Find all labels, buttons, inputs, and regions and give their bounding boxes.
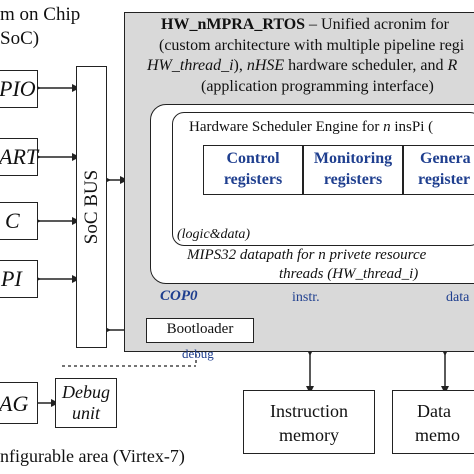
data-memory-line2: memo (415, 425, 460, 445)
instruction-memory-line2: memory (279, 425, 339, 445)
peripheral-c: C (0, 202, 38, 240)
datapath-line2: threads (HW_thread_i) (279, 266, 419, 282)
debug-unit-line2: unit (71, 403, 100, 423)
rtos-line4: (application programming interface) (201, 78, 434, 95)
peripheral-label: PIO (0, 76, 36, 101)
debug-unit: Debug unit (55, 378, 117, 428)
rtos-line2: (custom architecture with multiple pipel… (159, 37, 465, 54)
hse-logic-label: (logic&data) (177, 227, 251, 242)
peripheral-label: PI (1, 266, 22, 291)
bootloader-label: Bootloader (166, 321, 234, 337)
instruction-memory: Instruction memory (243, 390, 375, 454)
bootloader: Bootloader (146, 318, 254, 343)
peripheral-pi: PI (0, 260, 38, 298)
general-registers-line2: register (418, 171, 471, 188)
hse-title: Hardware Scheduler Engine for n insPi ( (189, 119, 434, 135)
debug-signal-label: debug (182, 346, 214, 361)
data-signal-label: data (446, 290, 470, 305)
data-memory-line1: Data (417, 401, 451, 421)
general-registers: Genera register (403, 145, 474, 195)
rtos-line3: HW_thread_i), nHSE hardware scheduler, a… (147, 57, 458, 74)
soc-title-line2: SoC) (0, 28, 40, 49)
monitoring-registers: Monitoring registers (303, 145, 403, 195)
control-registers-line2: registers (223, 171, 283, 188)
instruction-memory-line1: Instruction (270, 401, 348, 421)
cop0-label: COP0 (160, 288, 198, 304)
instr-signal-label: instr. (292, 290, 320, 305)
peripheral-label: ART (0, 144, 39, 169)
data-memory: Data memo (392, 390, 474, 454)
monitoring-registers-line2: registers (323, 171, 383, 188)
control-registers-line1: Control (226, 150, 280, 167)
reconfigurable-area-label: nfigurable area (Virtex-7) (0, 446, 185, 466)
monitoring-registers-line1: Monitoring (313, 150, 393, 167)
peripheral-ag: AG (0, 382, 38, 424)
rtos-acronym: HW_nMPRA_RTOS (161, 16, 306, 33)
rtos-line1-rest: – Unified acronim for (305, 16, 449, 33)
control-registers: Control registers (203, 145, 303, 195)
datapath-line1: MIPS32 datapath for n privete resource (187, 247, 427, 263)
peripheral-pio: PIO (0, 70, 38, 108)
soc-bus-label: SoC BUS (80, 169, 102, 245)
rtos-line1: HW_nMPRA_RTOS – Unified acronim for (161, 16, 449, 34)
peripheral-label: AG (0, 391, 29, 416)
soc-title-line1: m on Chip (0, 4, 81, 25)
debug-unit-line1: Debug (62, 382, 110, 402)
soc-bus: SoC BUS (76, 66, 107, 348)
peripheral-label: C (5, 208, 20, 233)
peripheral-art: ART (0, 138, 38, 176)
general-registers-line1: Genera (420, 150, 471, 167)
